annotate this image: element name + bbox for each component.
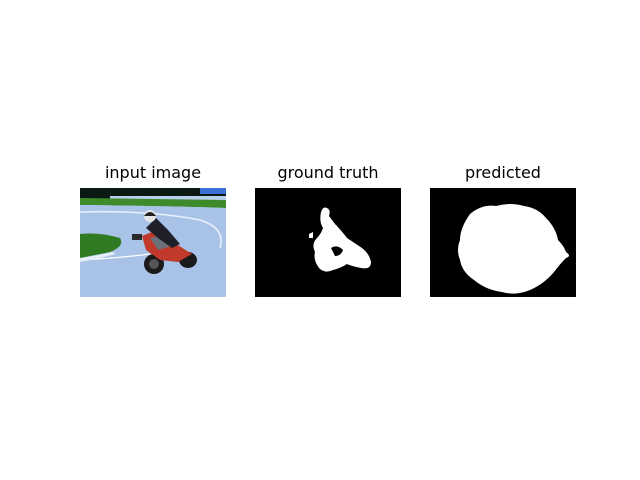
ground-truth-title: ground truth bbox=[277, 163, 379, 182]
ground-truth-mask bbox=[255, 188, 401, 297]
input-image-title: input image bbox=[104, 163, 202, 182]
predicted-mask bbox=[430, 188, 576, 297]
predicted-title: predicted bbox=[465, 163, 541, 182]
predicted-panel: predicted bbox=[430, 162, 576, 297]
input-image-panel: input image bbox=[80, 162, 226, 297]
ground-truth-panel: ground truth bbox=[255, 162, 401, 297]
input-image bbox=[80, 188, 226, 297]
